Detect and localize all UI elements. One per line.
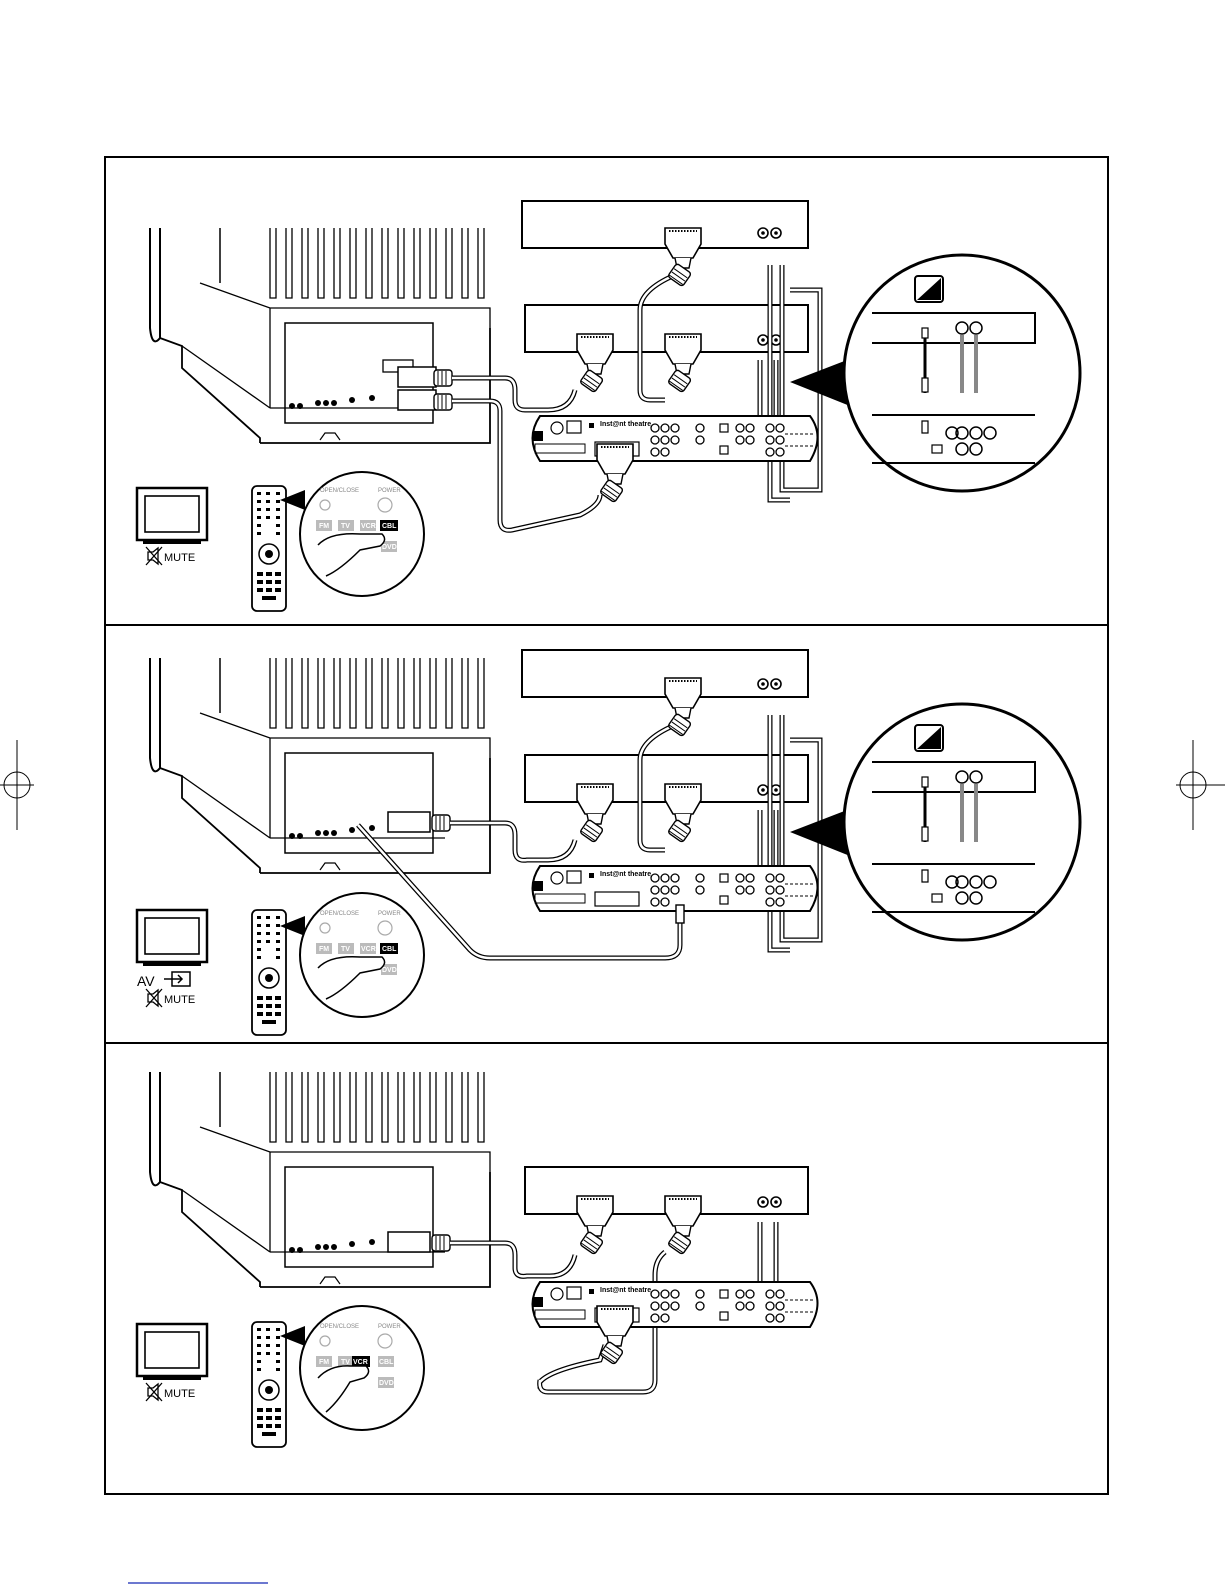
remote-control [252, 1322, 286, 1447]
tv-scart-plug [388, 1232, 450, 1252]
tv-rear-view [150, 228, 490, 443]
caption-open-close: OPEN/CLOSE [320, 1324, 359, 1330]
remote-zoom: OPEN/CLOSE POWER FM TV VCR CBL DVD [300, 1306, 424, 1430]
svg-text:CBL: CBL [382, 946, 397, 953]
tv-icon [137, 910, 207, 966]
svg-text:VCR: VCR [353, 1359, 368, 1366]
tv-icon [137, 488, 207, 544]
tv-rear-view [150, 1072, 490, 1287]
svg-text:TV: TV [341, 946, 350, 953]
mute-icon [146, 547, 162, 565]
tv-rear-view [150, 658, 490, 873]
registration-mark-left [0, 740, 34, 830]
scart-plug-middle-left [577, 784, 613, 843]
zoom-detail [844, 704, 1080, 940]
tv-label-mute: MUTE [164, 552, 195, 564]
remote-zoom: OPEN/CLOSE POWER FM TV VCR CBL DVD [300, 893, 424, 1017]
tv-label-av: AV [137, 973, 155, 989]
svg-text:VCR: VCR [361, 523, 376, 530]
scart-plug-middle-right [665, 784, 701, 843]
svg-text:FM: FM [319, 946, 329, 953]
tv-icon [137, 1324, 207, 1380]
panel-1: Inst@nt theatre MUTE OPEN/CLOSE POWER FM… [137, 201, 1080, 611]
receiver-scart-plug [597, 444, 633, 503]
receiver-brand-label: Inst@nt theatre [600, 421, 651, 428]
scart-plug-top-device [665, 228, 701, 287]
receiver-brand-label: Inst@nt theatre [600, 1287, 651, 1294]
remote-control [252, 486, 286, 611]
svg-text:VCR: VCR [361, 946, 376, 953]
mute-icon [146, 989, 162, 1007]
svg-text:CBL: CBL [379, 1359, 394, 1366]
svg-text:DVD: DVD [382, 967, 397, 974]
mute-icon [146, 1383, 162, 1401]
caption-open-close: OPEN/CLOSE [320, 911, 359, 917]
caption-open-close: OPEN/CLOSE [320, 488, 359, 494]
tv-scart-plug-1 [398, 367, 452, 387]
svg-text:FM: FM [319, 523, 329, 530]
svg-text:FM: FM [319, 1359, 329, 1366]
receiver-brand-label: Inst@nt theatre [600, 871, 651, 878]
svg-text:TV: TV [341, 523, 350, 530]
tv-label-mute: MUTE [164, 1388, 195, 1400]
receiver-unit [533, 1282, 818, 1327]
av-input-icon [164, 972, 190, 986]
caption-power: POWER [378, 911, 401, 917]
panel-3: Inst@nt theatre MUTE OPEN/CLOSE POWER FM… [137, 1072, 818, 1447]
scart-plug-middle-left [577, 334, 613, 393]
registration-mark-right [1176, 740, 1225, 830]
svg-text:DVD: DVD [382, 544, 397, 551]
zoom-detail [844, 255, 1080, 491]
scart-plug-top-device [665, 678, 701, 737]
svg-text:TV: TV [341, 1359, 350, 1366]
remote-control [252, 910, 286, 1035]
panel-2: Inst@nt theatre AV MUTE OPEN/CLOSE POWER… [137, 650, 1080, 1035]
tv-label-mute: MUTE [164, 994, 195, 1006]
remote-zoom: OPEN/CLOSE POWER FM TV VCR CBL DVD [300, 472, 424, 596]
tv-scart-plug [388, 812, 450, 832]
receiver-scart-plug [597, 1306, 633, 1365]
receiver-unit [533, 866, 818, 911]
tv-scart-plug-2 [398, 390, 452, 410]
scart-plug-middle-right [665, 334, 701, 393]
receiver-unit [533, 416, 818, 461]
caption-power: POWER [378, 1324, 401, 1330]
scart-plug-device-left [577, 1196, 613, 1255]
scart-plug-device-right [665, 1196, 701, 1255]
svg-text:CBL: CBL [382, 523, 397, 530]
rca-video-plug [676, 905, 684, 923]
svg-text:DVD: DVD [379, 1380, 394, 1387]
caption-power: POWER [378, 488, 401, 494]
